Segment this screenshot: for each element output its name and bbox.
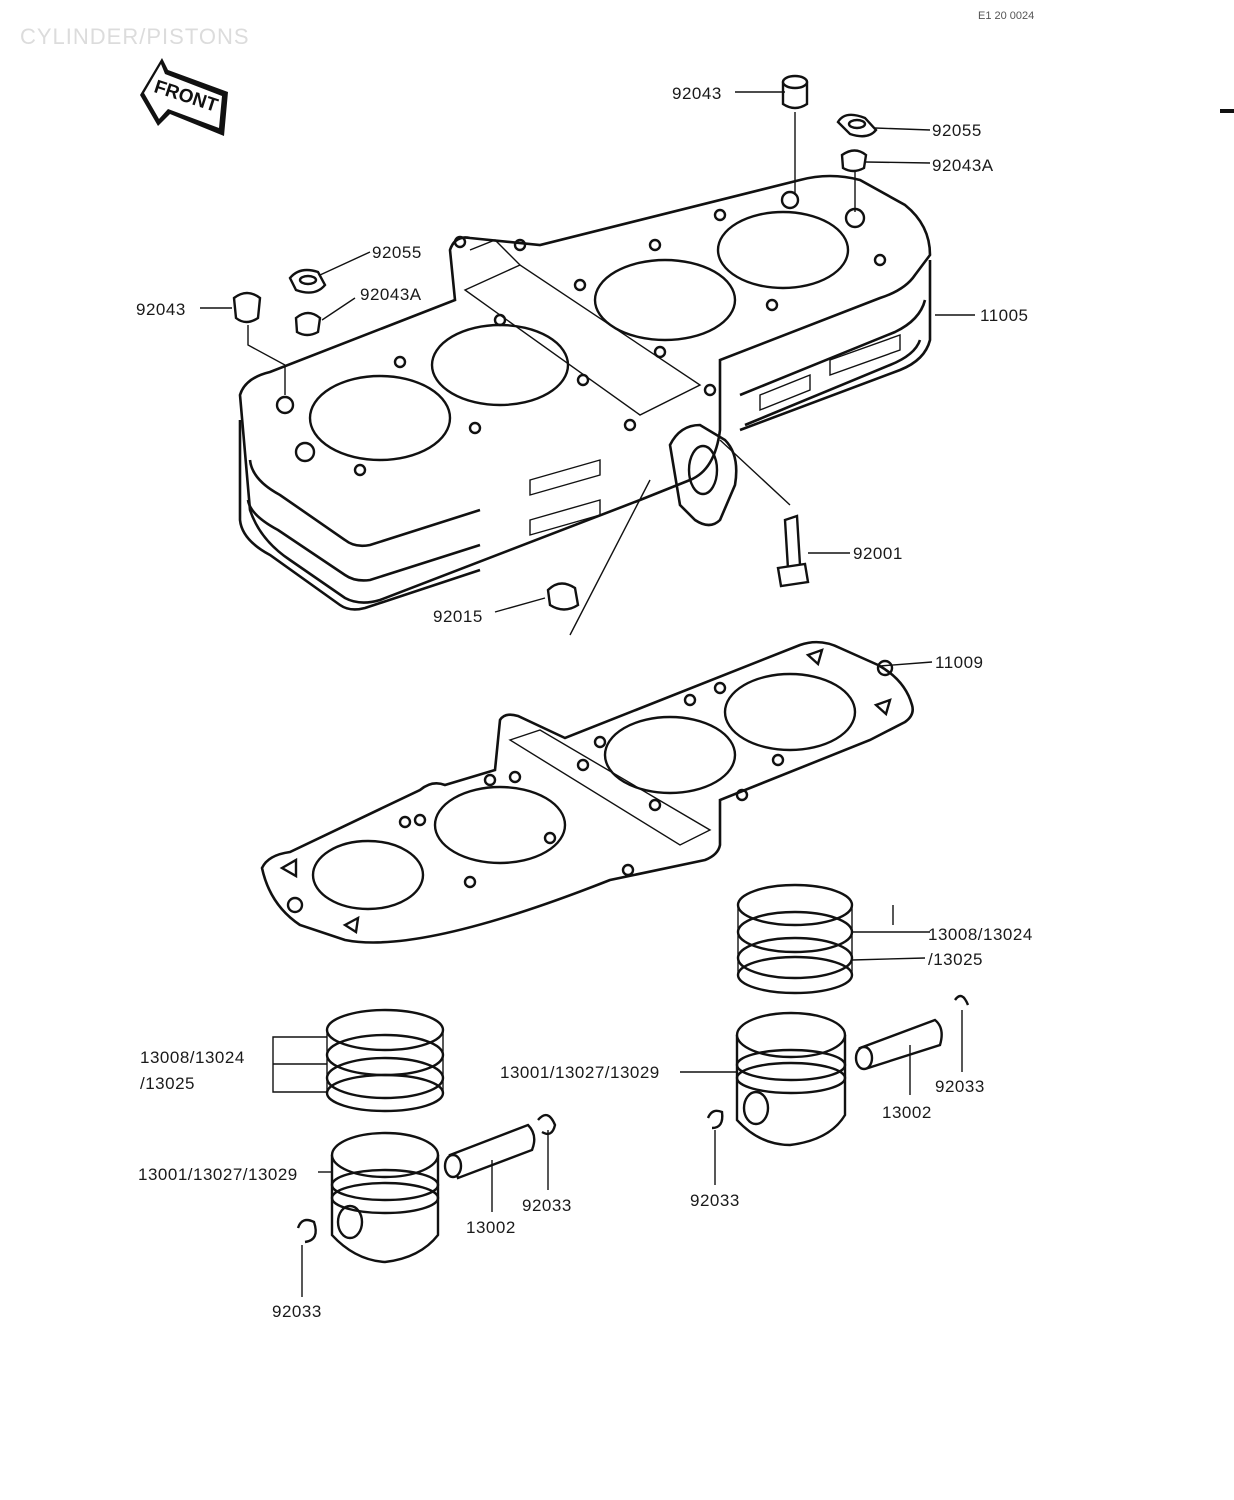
diagram-code: E1 20 0024 xyxy=(978,10,1034,22)
label-pin-left: 13002 xyxy=(466,1218,516,1237)
washer-92055-top-icon xyxy=(836,113,878,138)
label-11005: 11005 xyxy=(980,306,1029,325)
bolt-92001-icon xyxy=(776,514,810,588)
label-clip-right-1: 92033 xyxy=(935,1077,985,1096)
piston-rings-right xyxy=(736,883,854,995)
piston-pin-left xyxy=(443,1123,536,1180)
label-rings-right-a: 13008/13024 xyxy=(928,925,1033,944)
label-92043A-top: 92043A xyxy=(932,156,994,175)
label-clip-right-2: 92033 xyxy=(690,1191,740,1210)
label-92015: 92015 xyxy=(433,607,483,626)
label-92043-top: 92043 xyxy=(672,84,722,103)
label-rings-right-b: /13025 xyxy=(928,950,983,969)
label-92055-left: 92055 xyxy=(372,243,422,262)
base-gasket-11009 xyxy=(260,640,914,944)
front-arrow-icon: FRONT xyxy=(140,58,228,136)
nut-92043A-left-icon xyxy=(294,311,322,337)
piston-right xyxy=(735,1011,847,1147)
diagram-title: CYLINDER/PISTONS xyxy=(20,24,250,49)
piston-rings-left xyxy=(325,1008,445,1113)
piston-left xyxy=(330,1131,440,1264)
clip-right-2-icon xyxy=(706,1109,724,1130)
stud-92043-top xyxy=(781,74,809,110)
piston-pin-right xyxy=(854,1018,943,1071)
stud-92043-left xyxy=(232,291,262,324)
dowel-92015-icon xyxy=(546,582,580,611)
clip-right-1-icon xyxy=(954,994,970,1006)
label-92001: 92001 xyxy=(853,544,903,563)
washer-92055-left-icon xyxy=(288,268,327,294)
label-clip-left-1: 92033 xyxy=(522,1196,572,1215)
label-92055-top: 92055 xyxy=(932,121,982,140)
cylinder-block xyxy=(238,174,932,611)
clip-left-1-icon xyxy=(537,1113,557,1136)
label-rings-left-b: /13025 xyxy=(140,1074,195,1093)
label-pin-right: 13002 xyxy=(882,1103,932,1122)
clip-left-2-icon xyxy=(296,1218,317,1244)
label-piston-right: 13001/13027/13029 xyxy=(500,1063,660,1082)
nut-92043A-top-icon xyxy=(840,149,868,173)
label-piston-left: 13001/13027/13029 xyxy=(138,1165,298,1184)
label-11009: 11009 xyxy=(935,653,984,672)
label-92043-left: 92043 xyxy=(136,300,186,319)
label-clip-left-2: 92033 xyxy=(272,1302,322,1321)
label-rings-left-a: 13008/13024 xyxy=(140,1048,245,1067)
label-92043A-left: 92043A xyxy=(360,285,422,304)
